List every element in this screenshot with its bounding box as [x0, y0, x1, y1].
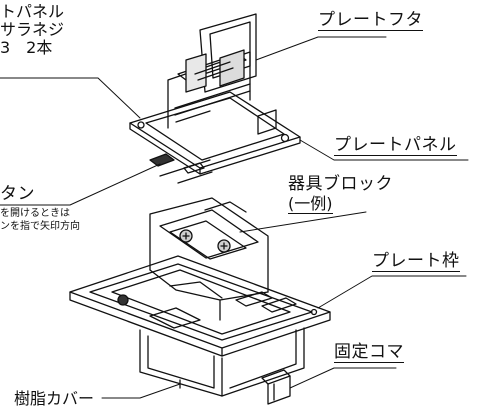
push-button-shape — [149, 153, 213, 184]
top-left-label-line2: サラネジ — [0, 20, 65, 39]
device-block-label: 器具ブロック — [288, 174, 393, 194]
leader-lines — [0, 36, 469, 399]
device-block-example-label: (一例) — [288, 194, 333, 214]
plate-cover-shape — [167, 13, 277, 135]
fixing-piece-shape — [261, 369, 291, 405]
resin-cover-label: 樹脂カバー — [14, 389, 95, 408]
plate-panel-label: プレートパネル — [334, 135, 457, 156]
resin-cover-shape — [139, 327, 305, 397]
plate-cover-label: プレートフタ — [318, 10, 423, 31]
plate-frame-label: プレート枠 — [372, 251, 460, 272]
top-left-label-line1: トパネル — [0, 2, 65, 21]
plate-frame-shape — [69, 255, 331, 357]
fixing-piece-label: 固定コマ — [334, 342, 404, 363]
button-note-line2: ンを指で矢印方向 — [0, 221, 80, 232]
button-note-line1: を開けるときは — [0, 208, 70, 219]
device-block-shape — [149, 197, 269, 321]
button-label: タン — [0, 184, 35, 204]
top-left-label-line3: 3 2本 — [0, 38, 53, 57]
